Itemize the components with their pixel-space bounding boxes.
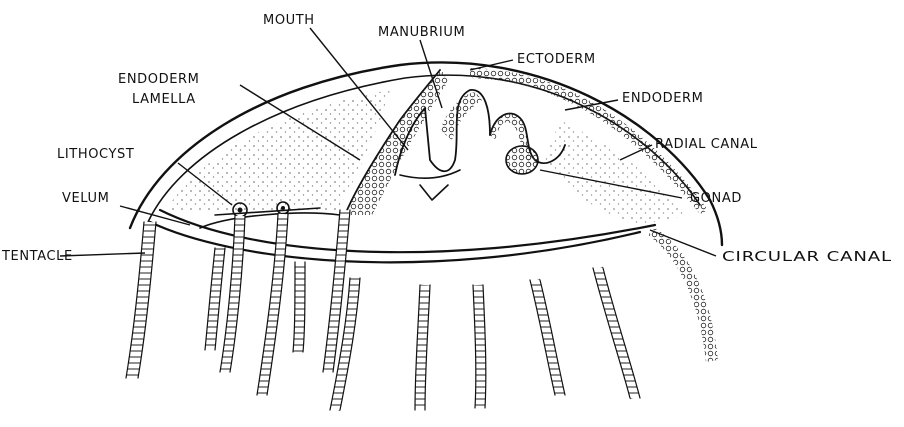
label-endoderm: ENDODERM xyxy=(622,91,703,106)
label-manubrium: MANUBRIUM xyxy=(378,25,465,40)
labels: MOUTH MANUBRIUM ECTODERM ENDODERM LAMELL… xyxy=(1,13,892,265)
label-endoderm-lamella-line2: LAMELLA xyxy=(132,92,196,107)
label-ectoderm: ECTODERM xyxy=(517,52,596,67)
label-tentacle: TENTACLE xyxy=(1,249,73,264)
label-mouth: MOUTH xyxy=(263,13,315,28)
gonad xyxy=(506,146,538,174)
label-lithocyst: LITHOCYST xyxy=(57,147,134,162)
label-velum: VELUM xyxy=(62,191,109,206)
label-gonad: GONAD xyxy=(690,191,742,206)
label-radial-canal: RADIAL CANAL xyxy=(655,137,758,152)
label-endoderm-lamella-line1: ENDODERM xyxy=(118,72,199,87)
manubrium xyxy=(345,70,565,215)
label-circular-canal: CIRCULAR CANAL xyxy=(722,250,892,265)
